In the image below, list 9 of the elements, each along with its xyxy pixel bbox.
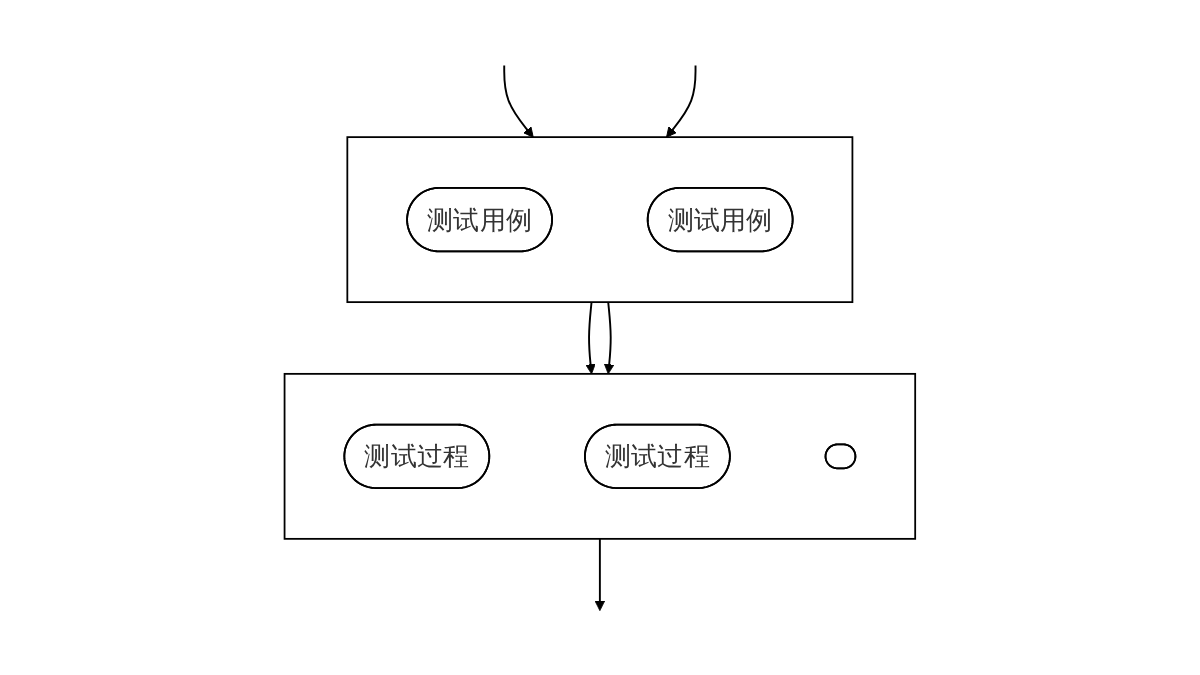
ellipse-node: 测试用例: [406, 186, 554, 252]
ellipse-node: 测试过程: [584, 423, 731, 489]
arrow: [503, 63, 534, 138]
ellipse-node: 测试用例: [646, 186, 794, 252]
arrow: [604, 300, 615, 374]
ellipse-node: 测试过程: [343, 423, 491, 489]
arrow: [666, 63, 697, 138]
arrow: [585, 300, 596, 374]
arrow: [594, 537, 606, 611]
